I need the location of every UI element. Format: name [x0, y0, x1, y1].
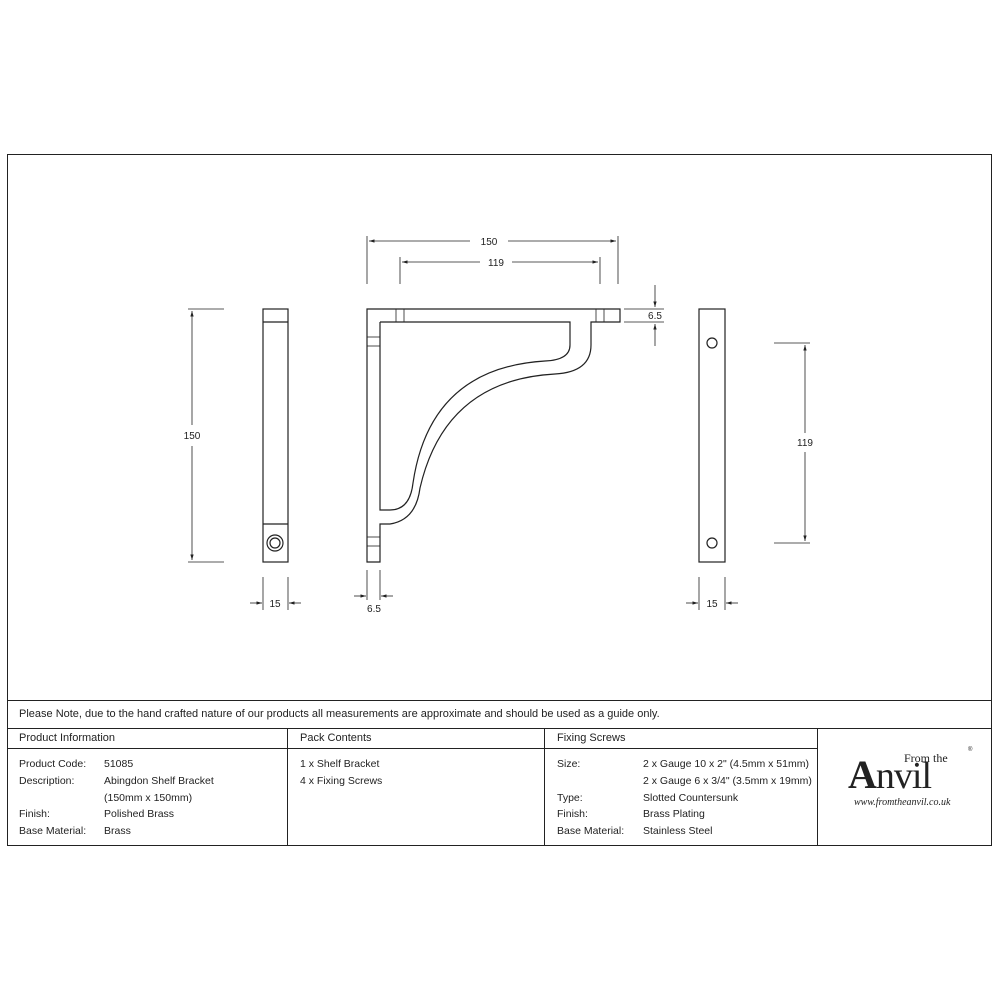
value: Brass Plating [643, 808, 705, 821]
dim-top-hole-spacing: 119 [488, 258, 504, 269]
label [557, 773, 643, 790]
info-row: (150mm x 150mm) [19, 790, 287, 807]
dim-right-hole-spacing: 119 [797, 438, 813, 449]
left-side-view [188, 308, 301, 610]
value: 2 x Gauge 6 x 3/4" (3.5mm x 19mm) [643, 774, 812, 787]
label: Base Material: [19, 825, 87, 838]
pack-item: 1 x Shelf Bracket [300, 758, 380, 770]
pack-item: 4 x Fixing Screws [300, 774, 383, 787]
anvil-icon: A [848, 752, 877, 797]
logo-anvil-wordmark: Anvil [848, 752, 932, 797]
right-back-view [686, 308, 810, 610]
info-row: Description: Abingdon Shelf Bracket [19, 773, 287, 790]
label: Finish: [19, 808, 50, 821]
bracket-front-view [354, 236, 664, 600]
product-information-header: Product Information [7, 729, 287, 749]
screw-row: Size: 2 x Gauge 10 x 2" (4.5mm x 51mm) [557, 756, 817, 773]
label [19, 790, 104, 807]
info-table: Product Information Product Code: 51085 D… [7, 728, 992, 846]
label: Size: [557, 758, 581, 770]
label: Product Code: [19, 758, 87, 770]
from-the-anvil-logo: From the ® Anvil www.fromtheanvil.co.uk [848, 747, 978, 819]
dim-right-width: 15 [706, 599, 718, 610]
screw-row: Finish: Brass Plating [557, 806, 817, 823]
info-row: Product Code: 51085 [19, 756, 287, 773]
logo-url: www.fromtheanvil.co.uk [854, 797, 951, 808]
dim-top-thickness: 6.5 [648, 311, 662, 322]
screw-row: 2 x Gauge 6 x 3/4" (3.5mm x 19mm) [557, 773, 817, 790]
label: Base Material: [557, 825, 625, 838]
fixing-screws: Fixing Screws Size: 2 x Gauge 10 x 2" (4.… [545, 729, 818, 846]
value: Slotted Countersunk [643, 791, 739, 804]
fixing-screws-header: Fixing Screws [545, 729, 817, 749]
logo-from-the: From the [904, 751, 948, 765]
label: Type: [557, 791, 583, 804]
info-row: Base Material: Brass [19, 823, 287, 840]
pack-contents-header: Pack Contents [288, 729, 544, 749]
screw-row: Base Material: Stainless Steel [557, 823, 817, 840]
measurement-note: Please Note, due to the hand crafted nat… [7, 700, 992, 728]
value: (150mm x 150mm) [104, 791, 193, 804]
value: 2 x Gauge 10 x 2" (4.5mm x 51mm) [643, 758, 809, 770]
technical-drawing: 150 119 6.5 150 15 6.5 119 15 [184, 236, 813, 615]
dim-left-height: 150 [184, 431, 201, 442]
pack-contents: Pack Contents 1 x Shelf Bracket 4 x Fixi… [288, 729, 545, 846]
value: Abingdon Shelf Bracket [104, 774, 214, 787]
label: Finish: [557, 808, 588, 821]
logo-anvil-rest: nvil [875, 755, 932, 797]
product-information: Product Information Product Code: 51085 D… [7, 729, 288, 846]
registered-mark: ® [968, 747, 973, 753]
label: Description: [19, 774, 75, 787]
info-row: Finish: Polished Brass [19, 806, 287, 823]
logo-cell: From the ® Anvil www.fromtheanvil.co.uk [818, 729, 992, 846]
value: Brass [104, 825, 131, 838]
screw-row: Type: Slotted Countersunk [557, 790, 817, 807]
dim-side-thickness: 6.5 [367, 604, 381, 615]
value: Polished Brass [104, 808, 175, 821]
value: 51085 [104, 758, 134, 770]
dim-overall-width: 150 [481, 237, 498, 248]
dim-left-width: 15 [269, 599, 281, 610]
value: Stainless Steel [643, 825, 713, 838]
drawing-frame [7, 154, 992, 846]
